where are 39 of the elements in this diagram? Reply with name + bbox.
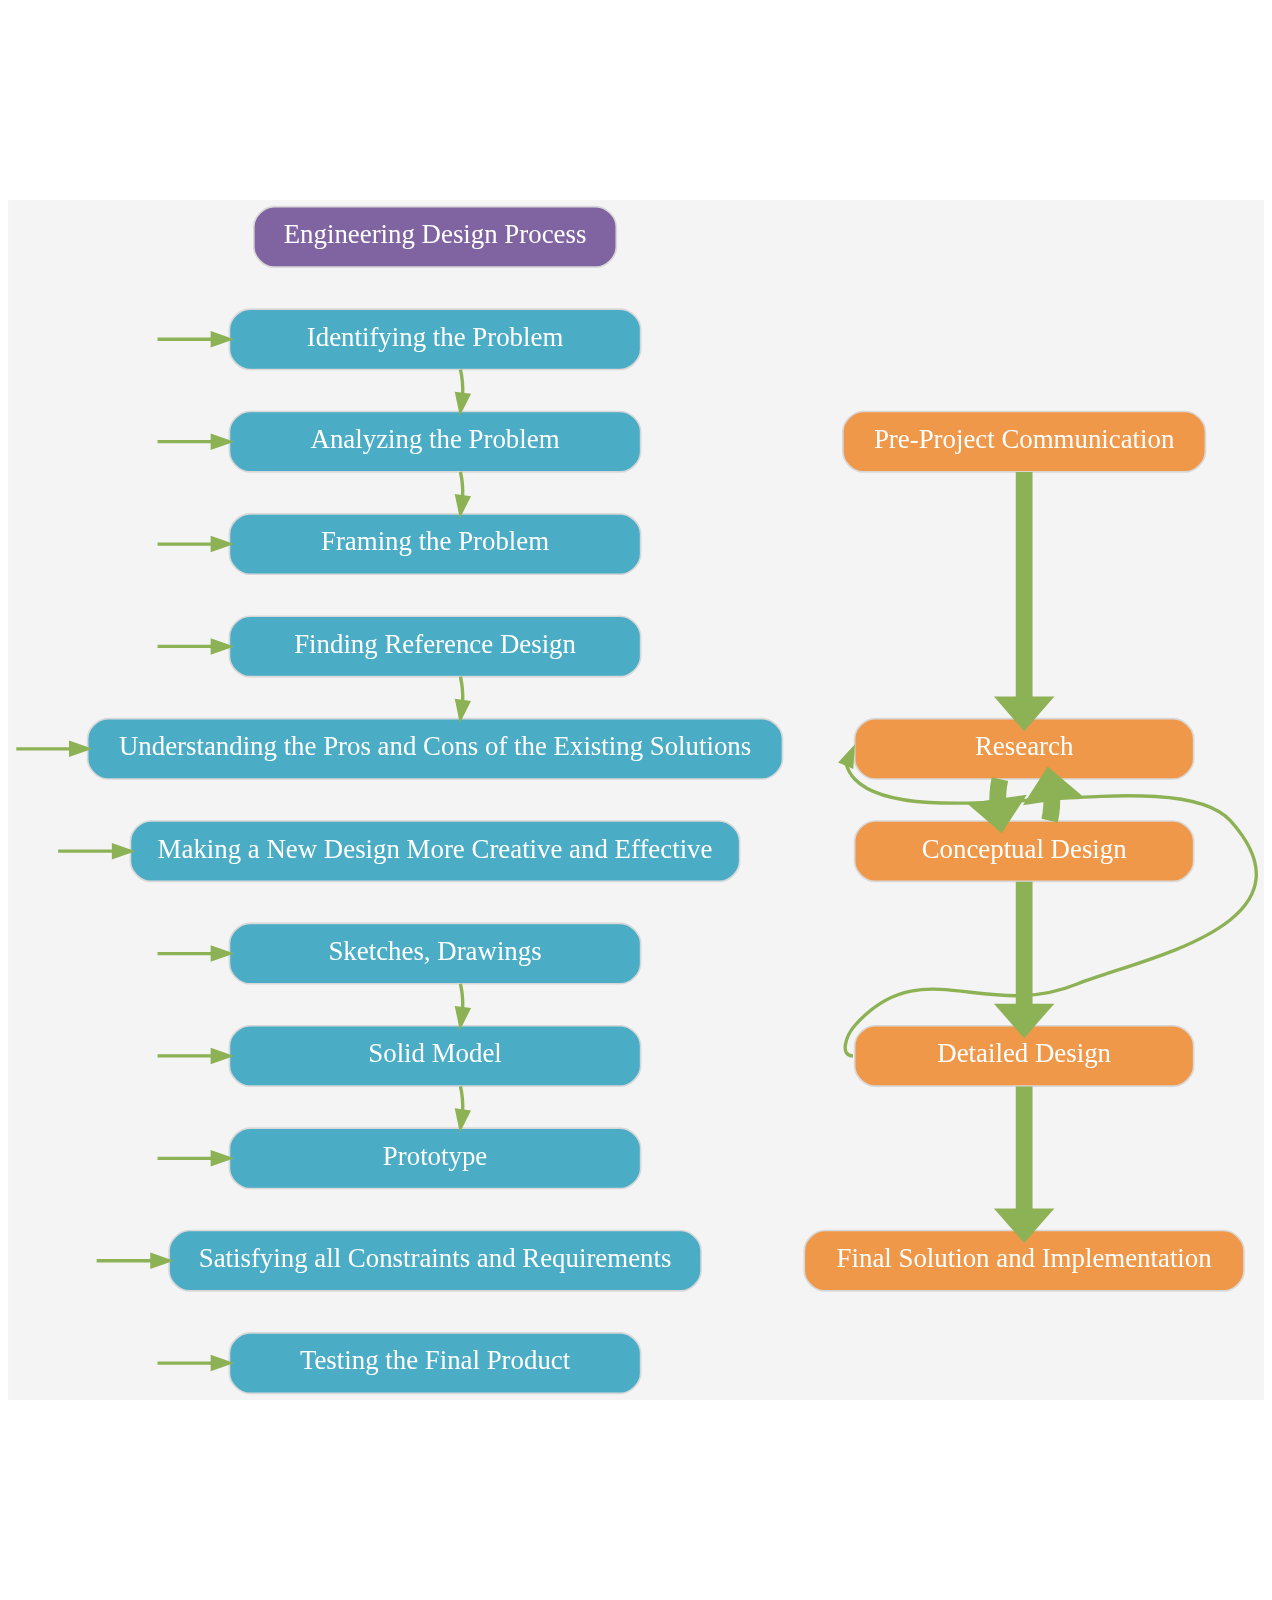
arrow bbox=[58, 842, 136, 860]
node-box: Sketches, Drawings bbox=[228, 922, 642, 985]
node-box: Satisfying all Constraints and Requirements bbox=[168, 1229, 702, 1292]
node-box: Final Solution and Implementation bbox=[803, 1229, 1245, 1292]
arrow bbox=[157, 331, 235, 348]
node-box: Pre-Project Communication bbox=[842, 410, 1207, 473]
arrow bbox=[157, 638, 235, 655]
arrow bbox=[838, 744, 1258, 1058]
node-box: Solid Model bbox=[228, 1024, 642, 1087]
node-box: Engineering Design Process bbox=[252, 205, 618, 268]
arrow bbox=[454, 676, 472, 724]
node-box: Understanding the Pros and Cons of the Existing Solutions bbox=[86, 717, 784, 780]
node-box: Testing the Final Product bbox=[228, 1332, 642, 1395]
node-box: Detailed Design bbox=[853, 1024, 1195, 1087]
node-box: Identifying the Problem bbox=[228, 308, 642, 371]
node-box: Analyzing the Problem bbox=[228, 410, 642, 473]
arrow bbox=[157, 1047, 235, 1065]
arrow bbox=[16, 740, 93, 758]
arrow bbox=[157, 1150, 235, 1167]
arrow bbox=[454, 983, 472, 1031]
node-box: Making a New Design More Creative and Effective bbox=[129, 820, 741, 883]
arrow bbox=[157, 433, 235, 450]
arrow bbox=[157, 945, 235, 962]
arrow bbox=[157, 535, 235, 553]
arrow bbox=[96, 1252, 174, 1269]
arrow bbox=[454, 1085, 472, 1133]
node-box: Framing the Problem bbox=[228, 513, 642, 576]
arrow bbox=[993, 1086, 1055, 1243]
arrow bbox=[1022, 766, 1083, 823]
arrow bbox=[993, 881, 1055, 1039]
arrow bbox=[454, 369, 472, 417]
arrow bbox=[157, 1354, 235, 1372]
node-box: Research bbox=[853, 717, 1195, 780]
arrow bbox=[454, 471, 472, 519]
arrow bbox=[966, 777, 1027, 834]
node-box: Prototype bbox=[228, 1127, 642, 1190]
node-box: Conceptual Design bbox=[853, 820, 1195, 883]
arrow bbox=[993, 471, 1055, 732]
node-box: Finding Reference Design bbox=[228, 615, 642, 678]
